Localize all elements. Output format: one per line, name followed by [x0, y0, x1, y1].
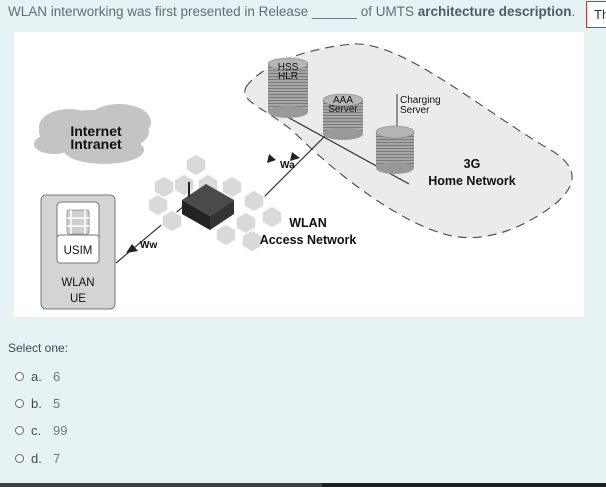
network-diagram-svg: Internet Intranet: [34, 43, 573, 310]
charging-label-1: Charging: [400, 95, 441, 106]
question-part-3: .: [571, 4, 576, 19]
wlan-access-label-1: WLAN: [289, 216, 327, 230]
ue-label-1: WLAN: [61, 277, 94, 289]
charging-server-icon: [375, 125, 415, 174]
radio-b[interactable]: [15, 398, 24, 408]
internet-cloud: [34, 104, 151, 164]
answer-option-a[interactable]: a. 6: [15, 367, 60, 385]
bottom-bar-segment: [322, 483, 606, 487]
ww-arrow: [126, 244, 138, 253]
side-panel-tab[interactable]: Th: [586, 1, 606, 28]
question-part-2: of UMTS: [356, 4, 418, 19]
network-diagram: Internet Intranet: [14, 32, 584, 317]
home-network-label-1: 3G: [464, 157, 481, 171]
select-one-prompt: Select one:: [8, 341, 69, 355]
charging-label-2: Server: [400, 105, 430, 116]
aaa-label-2: Server: [328, 104, 358, 115]
access-point-icon: [182, 182, 234, 230]
option-a-value: 6: [53, 368, 61, 384]
radio-c[interactable]: [15, 425, 24, 435]
hss-label-2: HLR: [278, 71, 298, 82]
wa-arrow-2: [290, 152, 300, 161]
usim-label: USIM: [64, 245, 93, 257]
option-d-value: 7: [53, 450, 61, 466]
radio-a[interactable]: [15, 371, 24, 381]
hss-database-icon: [267, 57, 309, 118]
option-a-letter: a.: [31, 368, 42, 384]
answer-option-c[interactable]: c. 99: [15, 421, 67, 439]
ue-label-2: UE: [70, 293, 86, 305]
radio-d[interactable]: [15, 453, 24, 463]
option-b-value: 5: [53, 395, 61, 411]
option-c-letter: c.: [31, 422, 42, 438]
cloud-label-2: Intranet: [70, 136, 122, 152]
side-panel-tab-label: Th: [594, 7, 606, 22]
wa-arrow: [267, 154, 276, 163]
option-c-value: 99: [53, 422, 68, 438]
aaa-label-1: AAA: [333, 95, 353, 106]
question-bold: architecture description: [417, 4, 572, 19]
question-part-1: WLAN interworking was first presented in…: [8, 4, 312, 19]
answer-option-d[interactable]: d. 7: [15, 449, 60, 467]
question-blank: ______: [311, 4, 357, 19]
option-b-letter: b.: [31, 395, 42, 411]
wlan-access-label-2: Access Network: [260, 233, 357, 247]
ww-label: Ww: [140, 240, 157, 251]
option-d-letter: d.: [31, 450, 42, 466]
answer-option-b[interactable]: b. 5: [15, 394, 60, 412]
home-network-label-2: Home Network: [428, 174, 516, 188]
bottom-bar: [0, 483, 606, 487]
wlan-ue-device: [40, 194, 116, 310]
aaa-server-icon: [322, 93, 364, 140]
cloud-label-1: Internet: [70, 123, 122, 139]
wa-label: Wa: [280, 160, 295, 171]
question-text: WLAN interworking was first presented in…: [8, 4, 575, 19]
hss-label-1: HSS: [278, 62, 299, 73]
